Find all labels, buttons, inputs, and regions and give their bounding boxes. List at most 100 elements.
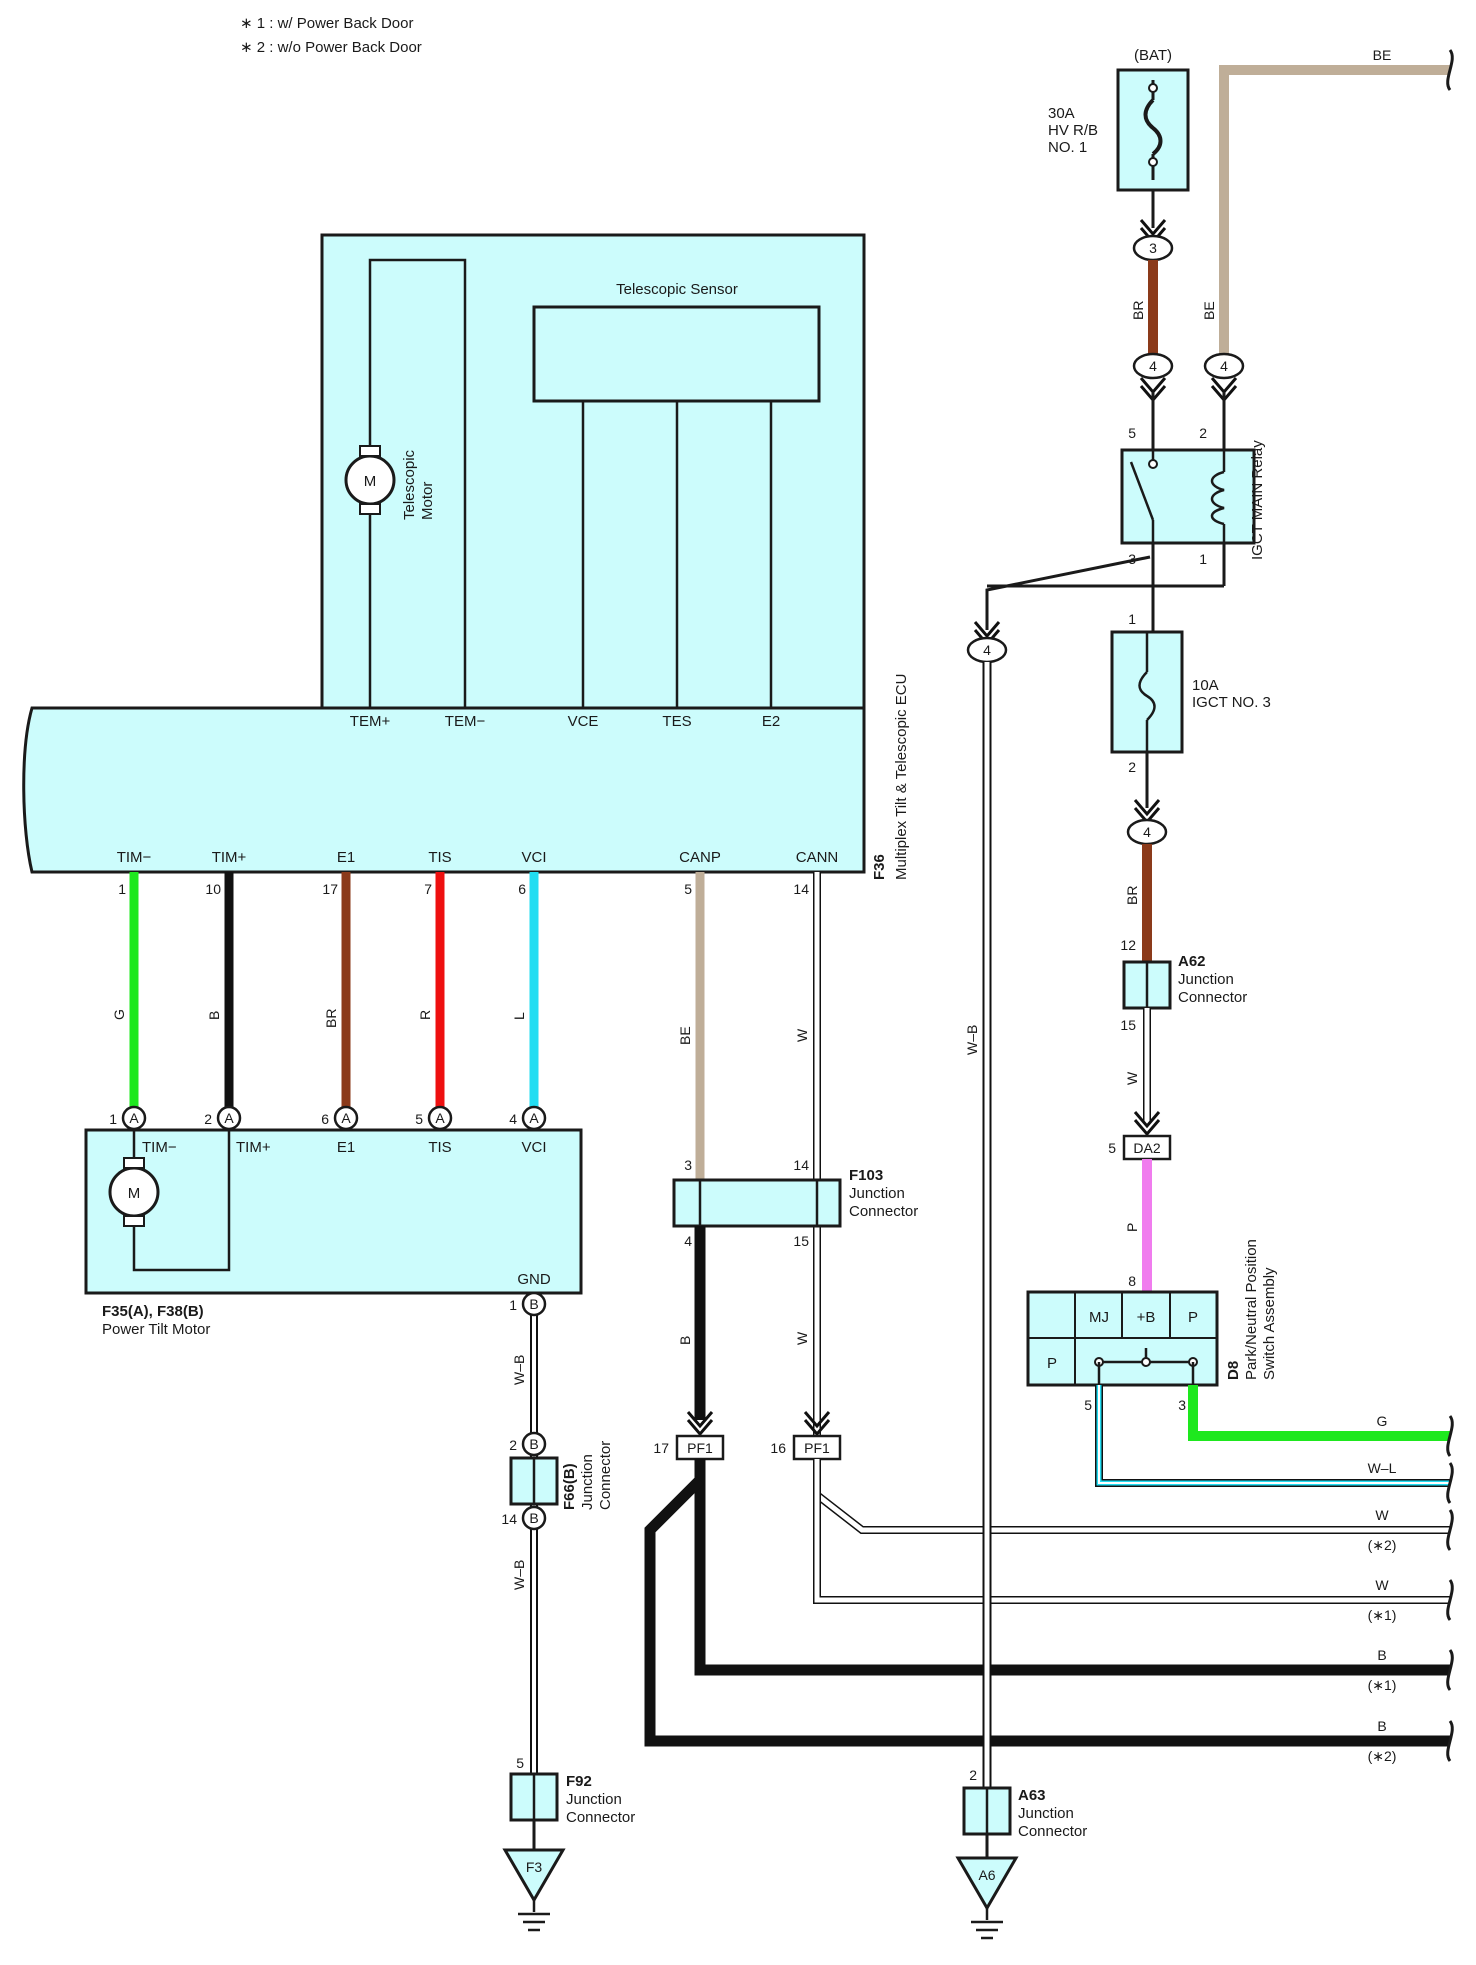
pnp-name-2: Switch Assembly — [1261, 1267, 1278, 1380]
right-wire-b-star1-note: (∗1) — [1368, 1677, 1397, 1693]
f103-code: F103 — [849, 1167, 883, 1184]
circle-pin-4-br — [1132, 352, 1174, 380]
tilt-motor-body — [84, 1128, 583, 1295]
f66-conn-top: B — [529, 1436, 538, 1452]
pf1-arrow-left — [686, 1411, 714, 1437]
telescopic-sensor-label: Telescopic Sensor — [616, 281, 738, 298]
tilt-motor-code: F35(A), F38(B) — [102, 1303, 204, 1320]
ecu-lower-body — [22, 706, 866, 874]
da2-pin-5: 5 — [1108, 1140, 1116, 1156]
pf1-label-right: PF1 — [804, 1440, 830, 1456]
wire-color-w-pf1: W — [794, 1331, 810, 1345]
a62-pin-12: 12 — [1120, 937, 1136, 953]
right-wire-b-star2: B — [1377, 1718, 1386, 1734]
wire-color-be-right: BE — [1201, 301, 1217, 320]
f66-pin-bottom — [521, 1505, 547, 1531]
pnp-code: D8 — [1225, 1361, 1242, 1380]
pnp-cell-mj: MJ — [1089, 1309, 1109, 1326]
pnp-pin-3: 3 — [1178, 1397, 1186, 1413]
ground-a6-label: A6 — [978, 1867, 995, 1883]
tilt-pin-1: 1 — [109, 1111, 117, 1127]
gnd-pin-1: 1 — [509, 1297, 517, 1313]
f66-pin-top — [521, 1431, 547, 1457]
circle-pin-4-br-label: 4 — [1149, 358, 1157, 374]
ecu-code: F36 — [871, 854, 888, 880]
wire-w-l-out — [1095, 1385, 1450, 1487]
tilt-pin-5: 5 — [415, 1111, 423, 1127]
right-wire-w-star2-note: (∗2) — [1368, 1537, 1397, 1553]
ecu-terminal-tim-plus: TIM+ — [212, 849, 247, 866]
f103-name-1: Junction — [849, 1185, 905, 1202]
wire-color-br: BR — [323, 1009, 339, 1028]
tilt-conn-a-5: A — [529, 1110, 539, 1126]
wire-g-out — [1188, 1385, 1450, 1441]
tilt-motor-name: Power Tilt Motor — [102, 1321, 210, 1338]
da2-label: DA2 — [1133, 1140, 1160, 1156]
fuse-30a-symbol — [1143, 98, 1163, 156]
a62-pin-15: 15 — [1120, 1017, 1136, 1033]
pf1-pin-17: 17 — [653, 1440, 669, 1456]
tilt-terminal-e1: E1 — [337, 1139, 355, 1156]
f103-body — [672, 1178, 842, 1228]
ecu-terminal-vci: VCI — [521, 849, 546, 866]
right-wire-b-star1: B — [1377, 1647, 1386, 1663]
wire-color-w-cann: W — [794, 1028, 810, 1042]
pf1-arrow-right — [803, 1411, 831, 1437]
right-wire-w-l: W–L — [1368, 1460, 1397, 1476]
fuse-30a-dot-top — [1148, 83, 1158, 93]
wire-color-w-b-a63: W–B — [964, 1025, 980, 1055]
pnp-cell-p-bottom: P — [1047, 1355, 1057, 1372]
pnp-dot-mid — [1141, 1357, 1151, 1367]
telescopic-motor-label-1: Telescopic — [401, 449, 418, 520]
tilt-pin-2: 2 — [204, 1111, 212, 1127]
wire-break-marks — [1446, 49, 1454, 1762]
f66-pin-14: 14 — [501, 1511, 517, 1527]
relay-switch-dot — [1148, 459, 1158, 469]
a63-name-2: Connector — [1018, 1823, 1087, 1840]
relay-name: IGCT MAIN Relay — [1249, 440, 1266, 560]
tilt-motor-m: M — [128, 1185, 141, 1202]
ecu-pin-1: 1 — [118, 881, 126, 897]
tilt-terminal-gnd: GND — [517, 1271, 551, 1288]
wire-b-star2 — [644, 1476, 1450, 1747]
telescopic-motor-m: M — [364, 473, 377, 490]
wire-color-g: G — [111, 1009, 127, 1020]
tilt-terminal-tim-plus: TIM+ — [236, 1139, 271, 1156]
tilt-terminal-tim-minus: TIM− — [142, 1139, 177, 1156]
gnd-connector-pin — [521, 1291, 547, 1317]
wire-be-top — [1219, 65, 1450, 355]
tilt-motor-cap-top — [123, 1157, 145, 1169]
f66-code: F66(B) — [561, 1463, 578, 1510]
ground-f3-lines — [518, 1900, 550, 1932]
wire-color-w-b-2: W–B — [511, 1560, 527, 1590]
ecu-top-terminal-tem-plus: TEM+ — [350, 713, 391, 730]
tilt-pin-4: 4 — [509, 1111, 517, 1127]
f92-pin-5: 5 — [516, 1755, 524, 1771]
f92-code: F92 — [566, 1773, 592, 1790]
tilt-terminal-vci: VCI — [521, 1139, 546, 1156]
right-wire-w-star2: W — [1375, 1507, 1389, 1523]
ecu-pin-10: 10 — [205, 881, 221, 897]
wire-color-p: P — [1124, 1223, 1140, 1232]
relay-pin-5: 5 — [1128, 425, 1136, 441]
pf1-pin-16: 16 — [770, 1440, 786, 1456]
note-1: ∗ 1 : w/ Power Back Door — [240, 15, 413, 32]
wire-b-star1 — [694, 1459, 1450, 1676]
ecu-name: Multiplex Tilt & Telescopic ECU — [893, 674, 910, 880]
wire-w-star1 — [813, 1459, 1450, 1604]
wire-w-star2 — [813, 1459, 1450, 1534]
telescopic-motor-cap-bottom — [359, 503, 381, 515]
ground-f3-symbol — [502, 1848, 566, 1903]
right-wire-w-star1: W — [1375, 1577, 1389, 1593]
fuse-10a-rating: 10A — [1192, 677, 1219, 694]
telescopic-motor-cap-top — [359, 445, 381, 457]
circle-pin-3-label: 3 — [1149, 240, 1157, 256]
ecu-terminal-tim-minus: TIM− — [117, 849, 152, 866]
wire-color-r: R — [417, 1010, 433, 1020]
fuse-10a-pin-2: 2 — [1128, 759, 1136, 775]
a62-code: A62 — [1178, 953, 1206, 970]
wire-color-w-a62: W — [1124, 1071, 1140, 1085]
relay-coil — [1210, 470, 1225, 526]
wire-color-be-canp: BE — [677, 1026, 693, 1045]
